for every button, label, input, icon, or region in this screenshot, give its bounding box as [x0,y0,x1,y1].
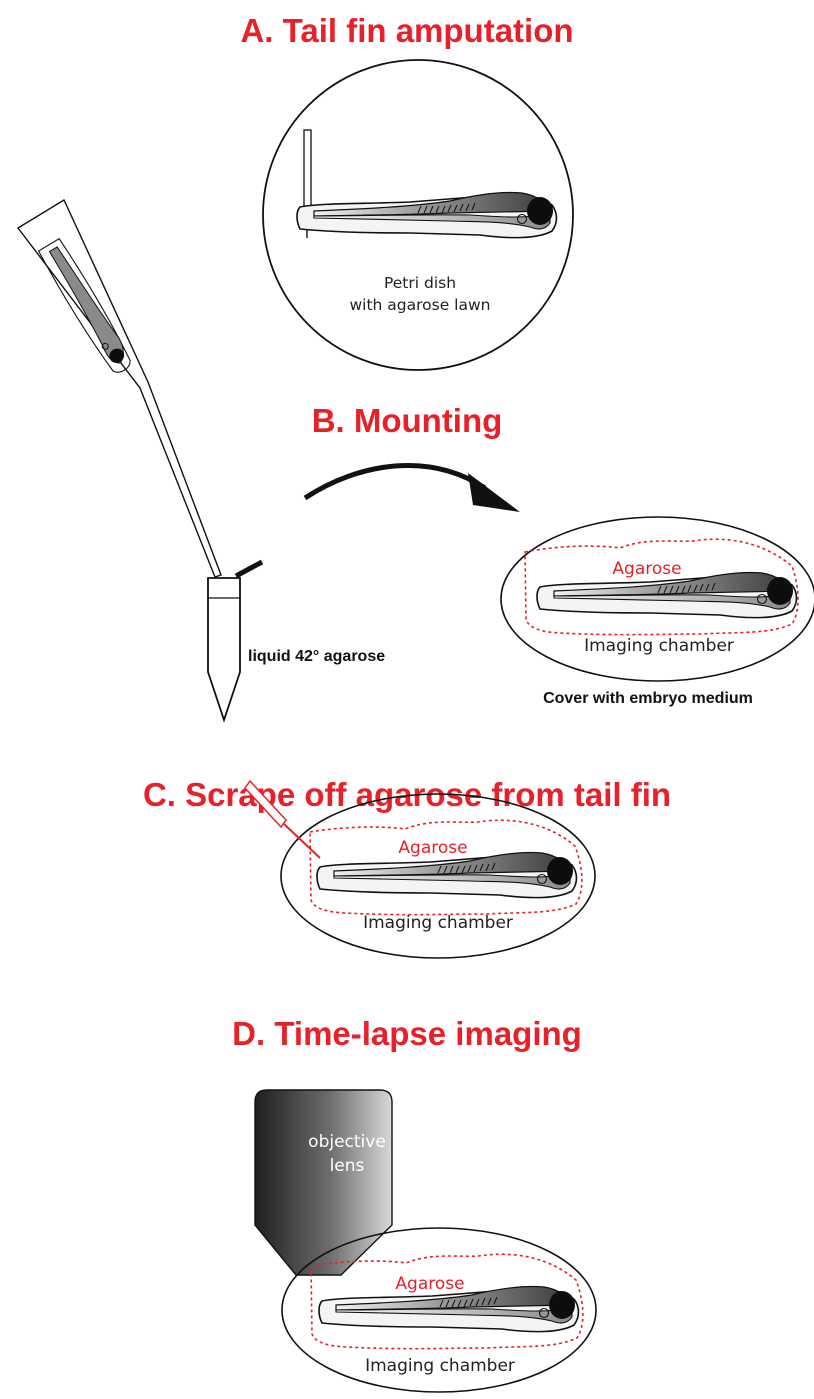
transfer-pipette [18,200,221,577]
agarose-label-b: Agarose [612,559,681,579]
transfer-arrow-head [468,473,520,512]
chamber-label-c: Imaging chamber [363,913,513,933]
larva-c [317,852,577,897]
chamber-label-d: Imaging chamber [365,1356,515,1376]
agarose-label-c: Agarose [398,838,467,858]
larva-b [537,572,797,617]
tube-label: liquid 42° agarose [248,648,385,665]
agarose-tube [208,562,262,720]
agarose-label-d: Agarose [395,1274,464,1294]
petri-caption-line1: Petri dish [384,274,456,292]
lens-label-line1: objective [308,1132,386,1152]
larva-a [297,192,557,237]
panel-c-title: C. Scrape off agarose from tail fin [143,776,671,813]
petri-caption-line2: with agarose lawn [349,296,490,314]
objective-lens [255,1090,392,1275]
panel-b-title: B. Mounting [312,402,503,439]
panel-a-title: A. Tail fin amputation [240,12,573,49]
transfer-arrow [305,465,485,498]
lens-label-line2: lens [330,1156,365,1176]
chamber-label-b: Imaging chamber [584,636,734,656]
medium-note: Cover with embryo medium [543,690,753,707]
panel-d-title: D. Time-lapse imaging [232,1015,582,1052]
